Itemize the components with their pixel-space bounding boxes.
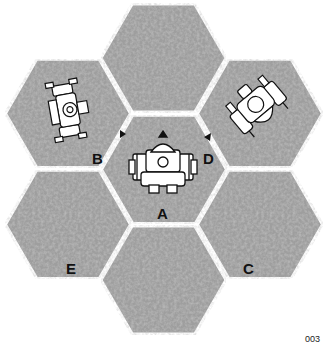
empty-hex: [101, 4, 226, 334]
hex-letter: A: [157, 206, 168, 221]
hex-fill: [197, 170, 322, 278]
figure-number: 003: [305, 335, 320, 344]
hex-cell: E: [4, 169, 132, 280]
hex-letter: D: [203, 151, 214, 166]
hex-outline: [196, 169, 324, 280]
hex-letter: B: [92, 151, 103, 166]
hex-cell: C: [196, 169, 324, 280]
hex-fill: [5, 170, 130, 278]
hex-letter: E: [66, 261, 76, 276]
hex-letter: C: [243, 261, 254, 276]
